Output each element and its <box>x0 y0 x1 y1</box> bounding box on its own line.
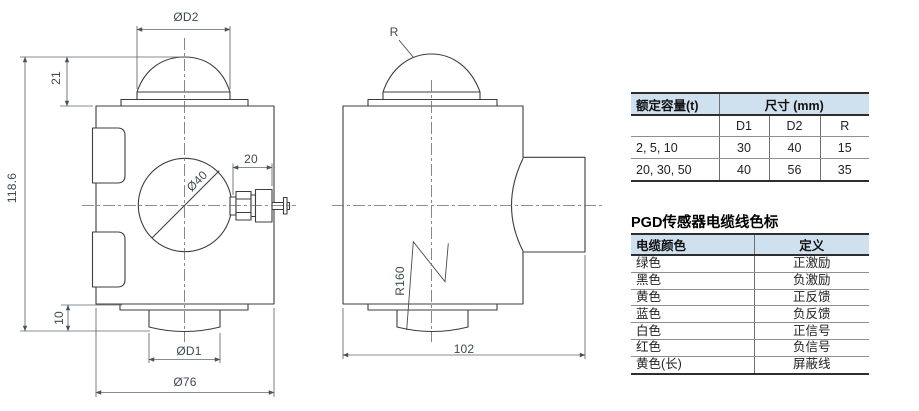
drawing-linework <box>20 26 602 397</box>
cell-definition: 正激励 <box>753 255 869 273</box>
table-subheader-row: D1 D2 R <box>631 115 869 137</box>
table-row: 白色 正信号 <box>631 322 869 340</box>
table-row: 20, 30, 50 40 56 35 <box>631 158 869 181</box>
cell-capacity: 20, 30, 50 <box>636 162 692 177</box>
table-row: 黄色(长) 屏蔽线 <box>631 356 869 374</box>
table-row: 2, 5, 10 30 40 15 <box>631 136 869 159</box>
table-row: 红色 负信号 <box>631 339 869 357</box>
dim-label-10: 10 <box>52 311 66 325</box>
dim-label-20: 20 <box>244 152 258 166</box>
dim-label-r: R <box>389 25 399 39</box>
cell-color: 蓝色 <box>631 305 754 324</box>
table-row: 黄色 正反馈 <box>631 289 869 307</box>
dim-label-r160: R160 <box>393 266 407 296</box>
table-header-row: 电缆颜色 定义 <box>631 234 869 256</box>
cell-definition: 负激励 <box>753 272 869 290</box>
subheader-cell-d2: D2 <box>768 115 820 137</box>
cell-definition: 负反馈 <box>753 305 869 324</box>
cell-r: 35 <box>819 158 869 181</box>
cell-capacity: 2, 5, 10 <box>631 136 719 159</box>
header-cell-definition: 定义 <box>753 234 869 256</box>
cable-table-title: PGD传感器电缆线色标 <box>631 215 779 231</box>
table-row: 蓝色 负反馈 <box>631 305 869 324</box>
cell-color: 黄色(长) <box>636 357 682 372</box>
cell-color: 绿色 <box>631 255 754 273</box>
dim-label-102: 102 <box>453 342 475 356</box>
header-cell-capacity: 额定容量(t) <box>631 93 719 116</box>
table-row: 绿色 正激励 <box>631 255 869 273</box>
cell-color: 白色 <box>631 322 754 340</box>
dim-label-76: Ø76 <box>173 375 197 389</box>
dim-label-d1: ØD1 <box>176 344 202 358</box>
table-row: 黑色 负激励 <box>631 272 869 290</box>
cell-d2: 40 <box>768 136 820 159</box>
subheader-cell-d1: D1 <box>718 115 769 137</box>
dim-label-118-6: 118.6 <box>5 172 19 204</box>
cell-color: 黄色 <box>631 289 754 307</box>
table-header-row: 额定容量(t) 尺寸 (mm) <box>631 93 869 116</box>
subheader-cell-r: R <box>819 115 869 137</box>
dim-label-21: 21 <box>49 71 63 85</box>
cell-d2: 56 <box>768 158 820 181</box>
cell-color: 红色 <box>631 339 754 357</box>
cell-d1: 30 <box>718 136 769 159</box>
cell-definition: 负信号 <box>753 339 869 357</box>
cell-color: 黑色 <box>631 272 754 290</box>
subheader-cell <box>631 115 719 137</box>
dim-label-d2: ØD2 <box>173 10 199 24</box>
cable-color-table: 电缆颜色 定义 绿色 正激励 黑色 负激励 黄色 正反馈 蓝色 负反馈 白色 正… <box>631 233 869 375</box>
header-cell-size: 尺寸 (mm) <box>718 93 869 116</box>
capacity-table: 额定容量(t) 尺寸 (mm) D1 D2 R 2, 5, 10 30 40 1… <box>631 92 869 182</box>
cell-definition: 正信号 <box>753 322 869 340</box>
cell-d1: 40 <box>718 158 769 181</box>
cell-r: 15 <box>819 136 869 159</box>
cell-definition: 屏蔽线 <box>753 356 869 374</box>
header-cell-color: 电缆颜色 <box>631 234 754 256</box>
technical-drawing: ØD2 21 118.6 Ø40 20 10 ØD1 Ø76 R R160 10… <box>5 10 602 397</box>
cell-definition: 正反馈 <box>753 289 869 307</box>
